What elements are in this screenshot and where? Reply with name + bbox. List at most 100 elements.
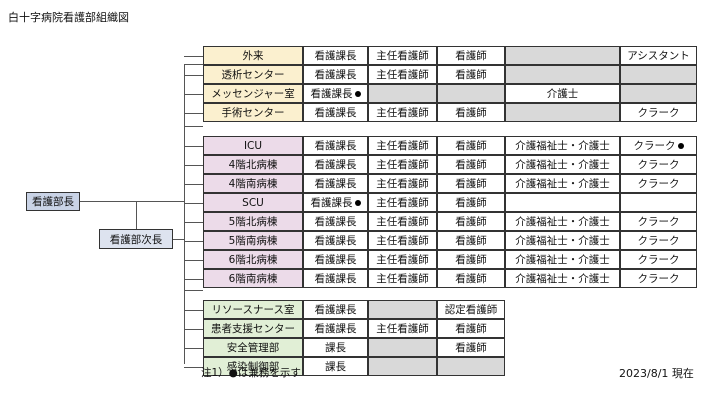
role-label: 主任看護師 [376,273,429,285]
staff-role-cell [505,103,620,122]
staff-role-cell [368,84,437,103]
staff-role-cell: 看護師 [437,193,505,212]
role-label: 看護課長 [314,159,357,171]
role-label: 介護福祉士・介護士 [515,235,610,247]
concurrent-duty-dot-icon [354,90,361,97]
footnote: 注1）●は兼務を示す [201,367,301,379]
role-label: 看護師 [455,323,487,335]
staff-role-cell: 介護福祉士・介護士 [505,212,620,231]
staff-role-cell: 主任看護師 [368,231,437,250]
connector-line [184,146,203,147]
department-name: メッセンジャー室 [203,84,303,103]
department-name: 4階南病棟 [203,174,303,193]
staff-role-cell: 看護課長 [303,300,368,319]
role-label: 看護課長 [314,178,357,190]
role-label: 看護課長 [310,197,353,209]
role-label: クラーク [637,107,680,119]
role-label: 看護師 [455,273,487,285]
role-label: 課長 [325,361,346,373]
director-box: 看護部長 [26,192,80,211]
role-label: 看護師 [455,197,487,209]
connector-line [184,126,203,127]
role-label: 主任看護師 [376,178,429,190]
connector-line [173,239,184,240]
role-label: 看護課長 [314,69,357,81]
role-label: 看護課長 [314,216,357,228]
role-label: 看護師 [455,50,487,62]
staff-role-cell: 主任看護師 [368,174,437,193]
staff-role-cell: 看護師 [437,103,505,122]
staff-role-cell: 看護課長 [303,84,368,103]
role-label: 主任看護師 [376,235,429,247]
role-label: クラーク [637,159,680,171]
staff-role-cell [437,84,505,103]
role-label: 主任看護師 [376,69,429,81]
role-label: 看護課長 [310,88,353,100]
connector-line [184,348,203,349]
staff-role-cell: 主任看護師 [368,269,437,288]
staff-role-cell [505,193,620,212]
role-label: クラーク [633,140,676,152]
staff-role-cell: クラーク [620,250,697,269]
department-name: 5階北病棟 [203,212,303,231]
staff-role-cell: 課長 [303,357,368,376]
staff-role-cell [505,65,620,84]
role-label: クラーク [637,273,680,285]
staff-role-cell: 介護福祉士・介護士 [505,269,620,288]
connector-line [184,203,203,204]
staff-role-cell: クラーク [620,269,697,288]
staff-role-cell: クラーク [620,231,697,250]
department-name: リソースナース室 [203,300,303,319]
role-label: 看護師 [455,235,487,247]
connector-line [184,64,185,364]
staff-role-cell: 看護師 [437,46,505,65]
department-name: 6階北病棟 [203,250,303,269]
staff-role-cell: 看護師 [437,231,505,250]
department-name: SCU [203,193,303,212]
role-label: 課長 [325,342,346,354]
staff-role-cell: 介護士 [505,84,620,103]
staff-role-cell: クラーク [620,103,697,122]
role-label: クラーク [637,254,680,266]
role-label: 看護課長 [314,107,357,119]
staff-role-cell [437,357,505,376]
role-label: 認定看護師 [444,304,498,316]
role-label: 主任看護師 [376,216,429,228]
staff-role-cell: 主任看護師 [368,136,437,155]
role-label: 介護福祉士・介護士 [515,216,610,228]
department-name: 手術センター [203,103,303,122]
staff-role-cell [620,84,697,103]
connector-line [184,329,203,330]
staff-role-cell: 主任看護師 [368,155,437,174]
staff-role-cell: 認定看護師 [437,300,505,319]
staff-role-cell: 主任看護師 [368,193,437,212]
staff-role-cell: 介護福祉士・介護士 [505,174,620,193]
department-name: 患者支援センター [203,319,303,338]
staff-role-cell: 看護師 [437,174,505,193]
staff-role-cell: 主任看護師 [368,103,437,122]
connector-line [184,64,203,65]
staff-role-cell: クラーク [620,174,697,193]
connector-line [80,201,184,202]
staff-role-cell: 看護課長 [303,193,368,212]
role-label: 介護福祉士・介護士 [515,273,610,285]
role-label: 看護課長 [314,323,357,335]
deputy-box: 看護部次長 [99,229,173,249]
department-name: 感染制御部 [203,357,303,376]
staff-role-cell: 看護課長 [303,155,368,174]
department-name: 外来 [203,46,303,65]
staff-role-cell: 看護師 [437,212,505,231]
role-label: 主任看護師 [376,254,429,266]
connector-line [184,184,203,185]
staff-role-cell: 看護課長 [303,269,368,288]
role-label: 看護師 [455,342,487,354]
connector-line [184,279,203,280]
connector-line [184,56,203,57]
connector-line [184,367,203,368]
staff-role-cell: 看護師 [437,65,505,84]
connector-line [184,241,203,242]
connector-line [184,222,203,223]
department-name: ICU [203,136,303,155]
staff-role-cell: クラーク [620,155,697,174]
staff-role-cell: 主任看護師 [368,212,437,231]
